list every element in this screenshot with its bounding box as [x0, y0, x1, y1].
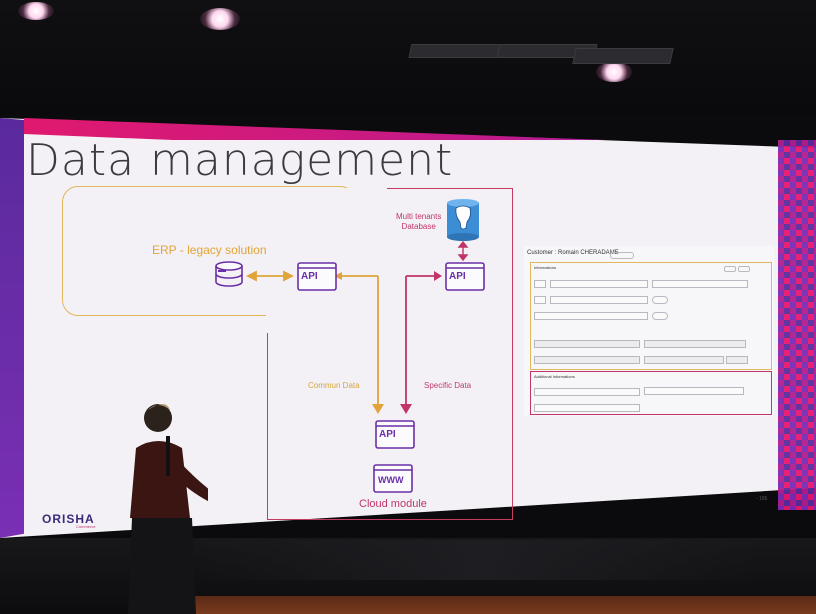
- multi-tenants-label: Multi tenants Database: [396, 212, 442, 231]
- slide-triangle-pattern: [778, 140, 816, 510]
- api-label: API: [379, 429, 396, 440]
- form-field: [644, 387, 744, 395]
- additional-informations-section: [530, 371, 772, 415]
- form-field: [644, 340, 746, 348]
- ceiling: [0, 0, 816, 115]
- postgres-database-icon: [447, 199, 479, 241]
- form-field: [534, 296, 546, 304]
- customer-form-title: Customer : Romain CHERADAME: [527, 250, 619, 256]
- api-browser-icon: [375, 420, 415, 449]
- form-button: [724, 266, 736, 272]
- form-field: [534, 280, 546, 288]
- api-label: API: [449, 271, 466, 282]
- form-field: [534, 356, 640, 364]
- database-icon: [215, 261, 243, 287]
- form-field: [534, 388, 640, 396]
- orisha-logo-sub: Commerce: [76, 524, 96, 529]
- commun-data-arrow: [334, 272, 384, 414]
- form-field: [726, 356, 748, 364]
- additional-informations-heading: Additional Informations: [534, 374, 575, 379]
- api-browser-icon: [445, 262, 485, 291]
- stage-screen-reflection: [200, 540, 760, 580]
- specific-data-arrow: [400, 271, 442, 414]
- form-field: [550, 296, 648, 304]
- form-field: [652, 296, 668, 304]
- presenter-silhouette: [128, 404, 208, 614]
- specific-data-label: Specific Data: [424, 381, 472, 390]
- api-label: API: [301, 271, 318, 282]
- form-field: [652, 280, 748, 288]
- cloud-box-gap: [266, 188, 387, 333]
- cloud-module-label: Cloud module: [359, 498, 427, 510]
- ceiling-light: [18, 2, 54, 20]
- form-button: [738, 266, 750, 272]
- slide-left-stripe: [0, 118, 24, 538]
- page-number: - 186: [756, 496, 768, 502]
- stage-floor: [130, 596, 816, 614]
- form-header-chip: [610, 252, 634, 259]
- ceiling-light: [596, 62, 632, 82]
- erp-label: ERP - legacy solution: [152, 243, 267, 257]
- slide-title: Data management: [26, 135, 454, 186]
- informations-heading: Informations: [534, 265, 557, 270]
- www-browser-icon: [373, 464, 413, 493]
- form-field: [550, 280, 648, 288]
- form-field: [644, 356, 724, 364]
- cloud-module-box: [267, 188, 513, 520]
- www-label: WWW: [378, 475, 404, 485]
- api-browser-icon: [297, 262, 337, 291]
- form-field: [652, 312, 668, 320]
- informations-section: [530, 262, 772, 370]
- commun-data-label: Commun Data: [308, 381, 360, 390]
- form-field: [534, 404, 640, 412]
- db-api-arrow: [457, 240, 469, 262]
- ceiling-light: [200, 8, 240, 30]
- orisha-logo: ORISHA: [42, 512, 95, 526]
- erp-api-arrow: [245, 270, 295, 282]
- form-field: [534, 340, 640, 348]
- form-field: [534, 312, 648, 320]
